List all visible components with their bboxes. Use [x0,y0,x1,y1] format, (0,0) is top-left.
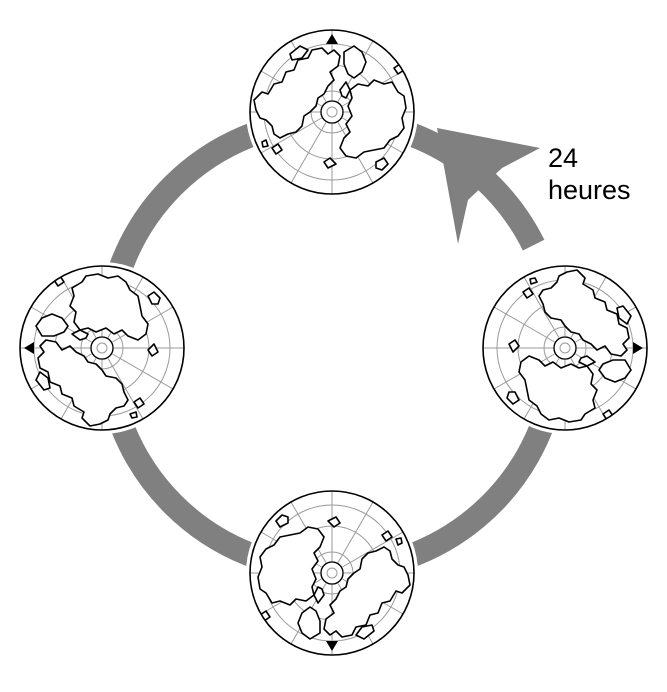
duration-number: 24 [548,143,579,173]
rotation-arrowhead [437,128,540,244]
globe-right [480,263,650,433]
duration-unit: heures [548,175,631,205]
globe-left [17,263,187,433]
globe-bottom [247,488,417,658]
globe-top [247,27,417,197]
